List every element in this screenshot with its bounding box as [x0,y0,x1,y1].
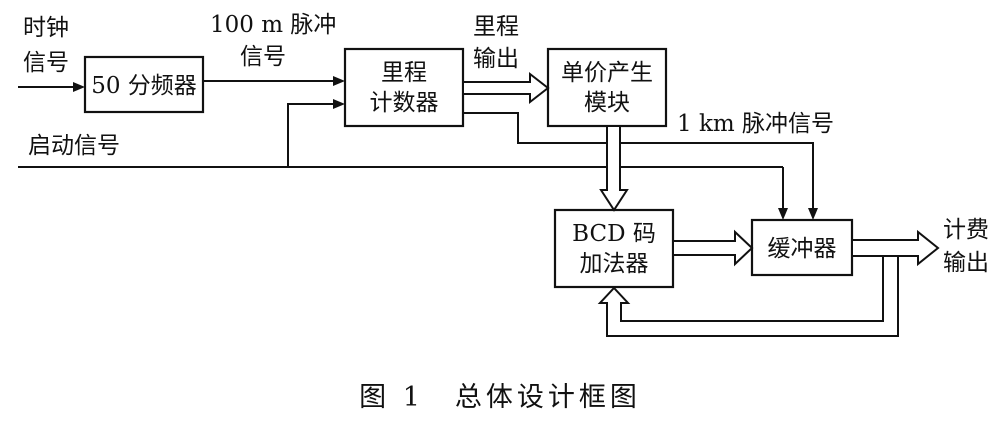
mileage-counter-box [343,47,465,128]
mileage-out-label-line1: 里程 [473,14,519,40]
mileage-bus-arrow [462,71,550,105]
buffer-block: 缓冲器 [750,218,854,277]
unit-price-label-line1: 单价产生 [561,60,653,86]
divider-to-counter-arrow [203,76,345,86]
mileage-counter-block: 里程 计数器 [343,47,465,128]
unit-price-block: 单价产生 模块 [546,47,668,128]
mileage-out-label-line2: 输出 [473,46,519,72]
clock-label-line2: 信号 [23,50,69,76]
start-label: 启动信号 [28,133,120,159]
unit-price-label-line2: 模块 [584,90,630,116]
pulse-100m-label-line1: 100 m 脉冲 [210,12,336,38]
adder-to-buffer-bus-arrow [672,229,754,267]
pulse-100m-label-line2: 信号 [240,44,286,70]
fee-output-bus-arrow [851,229,940,267]
figure-caption: 图 1 总体设计框图 [359,382,641,413]
clock-label-line1: 时钟 [23,15,69,41]
clock-to-divider-arrow [18,82,85,92]
mileage-counter-label-line1: 里程 [381,60,427,86]
divider-box [83,55,205,114]
buffer-box [750,218,854,277]
fee-out-label-line2: 输出 [943,250,989,276]
pulse-1km-label: 1 km 脉冲信号 [677,111,834,137]
divider-label: 50 分频器 [91,73,197,99]
start-signal-wire [18,99,788,220]
buffer-label: 缓冲器 [768,236,837,262]
feedback-bus-loop [597,255,899,337]
bcd-adder-label-line2: 加法器 [580,251,649,277]
mileage-counter-label-line2: 计数器 [370,90,439,116]
divider-block: 50 分频器 [83,55,205,114]
bcd-adder-block: BCD 码 加法器 [553,208,675,289]
price-to-adder-bus-arrow [599,125,629,212]
bcd-adder-label-line1: BCD 码 [572,221,656,247]
pulse-1km-wire [463,112,818,220]
fee-out-label-line1: 计费 [943,217,989,243]
